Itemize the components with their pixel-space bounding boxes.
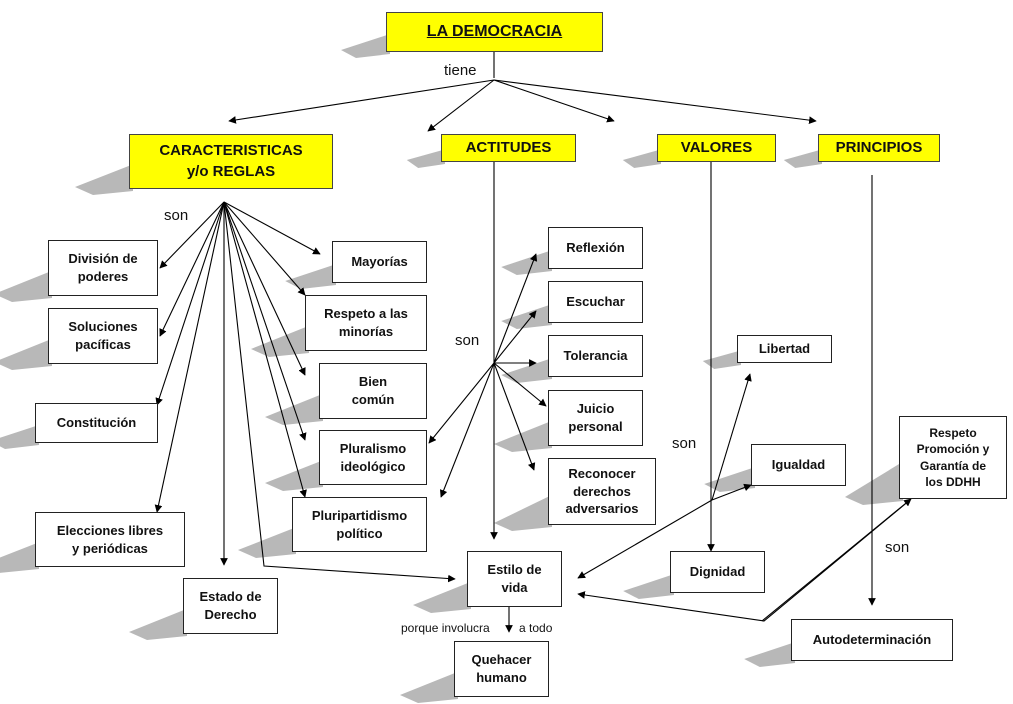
label-son-principios: son	[885, 539, 910, 556]
box-shadow	[845, 461, 903, 505]
box-shadow	[501, 250, 552, 275]
connector-arrow	[159, 201, 225, 269]
connector-arrow	[577, 499, 713, 579]
item-pluralismo: Pluralismo ideológico	[319, 430, 427, 485]
box-shadow	[744, 642, 795, 667]
connector-arrow	[711, 373, 752, 501]
item-pluripartidismo: Pluripartidismo político	[292, 497, 427, 552]
connector-arrow	[223, 201, 456, 583]
item-escuchar: Escuchar	[548, 281, 643, 323]
box-shadow	[251, 325, 309, 357]
box-shadow	[704, 467, 755, 492]
box-shadow	[0, 270, 52, 302]
box-shadow	[400, 671, 458, 703]
item-reflexion: Reflexión	[548, 227, 643, 269]
label-son-valores: son	[672, 435, 697, 452]
connector-arrow	[428, 362, 495, 444]
label-a-todo: a todo	[519, 621, 553, 635]
item-libertad: Libertad	[737, 335, 832, 363]
label-porque-involucra: porque involucra	[401, 621, 490, 635]
category-actitudes: ACTITUDES	[441, 134, 576, 162]
box-shadow	[129, 608, 187, 640]
item-autodeterminacion: Autodeterminación	[791, 619, 953, 661]
item-constitucion: Constitución	[35, 403, 158, 443]
connector-arrow	[223, 201, 306, 296]
box-shadow	[0, 542, 39, 573]
box-shadow	[238, 527, 296, 558]
item-tolerancia: Tolerancia	[548, 335, 643, 377]
category-valores: VALORES	[657, 134, 776, 162]
connector-arrow	[493, 362, 547, 407]
box-shadow	[0, 338, 52, 370]
connector-arrow	[493, 79, 817, 124]
item-respeto-minorias: Respeto a las minorías	[305, 295, 427, 351]
connector-arrow	[493, 310, 537, 364]
item-juicio-personal: Juicio personal	[548, 390, 643, 446]
connector-arrow	[427, 79, 495, 132]
item-dignidad: Dignidad	[670, 551, 765, 593]
box-shadow	[265, 393, 323, 425]
connector-arrow	[711, 483, 752, 501]
connector-arrow	[223, 201, 307, 441]
category-principios: PRINCIPIOS	[818, 134, 940, 162]
item-bien-comun: Bien común	[319, 363, 427, 419]
connector-arrow	[223, 201, 306, 376]
box-shadow	[406, 149, 445, 168]
box-shadow	[501, 304, 552, 329]
item-soluciones-pacificas: Soluciones pacíficas	[48, 308, 158, 364]
center-quehacer-humano: Quehacer humano	[454, 641, 549, 697]
item-respeto-ddhh: Respeto Promoción y Garantía de los DDHH	[899, 416, 1007, 499]
connector-lines	[154, 52, 912, 633]
connector-arrow	[493, 362, 536, 471]
box-shadows	[0, 34, 903, 703]
center-estilo-vida: Estilo de vida	[467, 551, 562, 607]
box-shadow	[501, 358, 552, 383]
box-shadow	[494, 494, 552, 531]
box-shadow	[285, 264, 336, 289]
category-caracteristicas: CARACTERISTICAS y/o REGLAS	[129, 134, 333, 189]
label-son-actitudes: son	[455, 332, 480, 349]
connector-arrow	[228, 79, 495, 124]
box-shadow	[75, 164, 133, 195]
connector-arrow	[155, 201, 225, 406]
item-igualdad: Igualdad	[751, 444, 846, 486]
item-reconocer-derechos: Reconocer derechos adversarios	[548, 458, 656, 525]
box-shadow	[702, 350, 741, 369]
box-shadow	[623, 574, 674, 599]
box-shadow	[494, 420, 552, 452]
connector-arrow	[761, 498, 912, 622]
box-shadow	[413, 581, 471, 613]
connector-arrow	[493, 79, 615, 123]
box-shadow	[622, 149, 661, 168]
item-mayorias: Mayorías	[332, 241, 427, 283]
connector-arrow	[159, 201, 225, 337]
label-tiene: tiene	[444, 62, 477, 79]
item-elecciones: Elecciones libres y periódicas	[35, 512, 185, 567]
main-title: LA DEMOCRACIA	[386, 12, 603, 52]
connector-arrow	[223, 201, 321, 255]
connector-arrow	[223, 201, 307, 498]
label-son-caracteristicas: son	[164, 207, 189, 224]
box-shadow	[0, 425, 39, 449]
item-division-poderes: División de poderes	[48, 240, 158, 296]
item-estado-derecho: Estado de Derecho	[183, 578, 278, 634]
box-shadow	[783, 149, 822, 168]
connector-arrow	[493, 253, 538, 364]
connector-arrow	[439, 362, 495, 498]
box-shadow	[265, 460, 323, 491]
box-shadow	[341, 34, 390, 58]
connector-arrow	[154, 201, 225, 513]
